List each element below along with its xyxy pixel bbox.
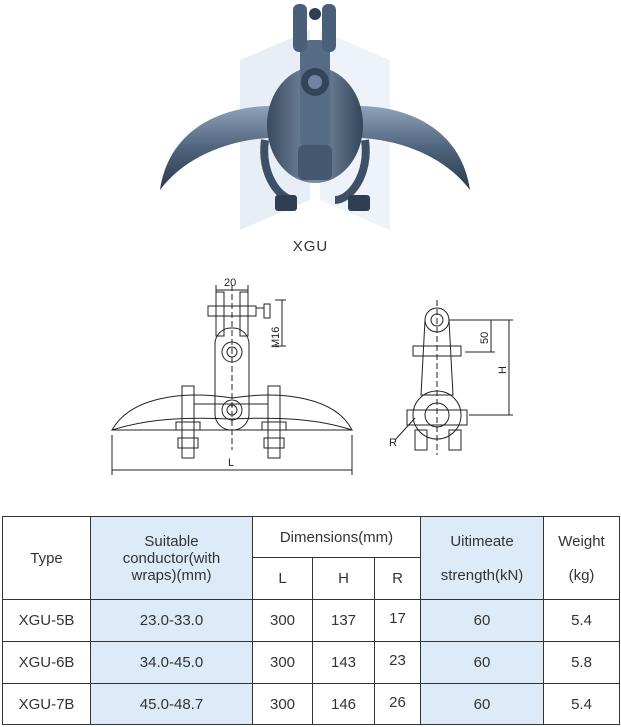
cell-r: 26 [373,683,422,725]
header-dimensions: Dimensions(mm) [251,516,422,558]
cell-conductor: 34.0-45.0 [90,641,253,684]
header-r: R [373,557,422,600]
header-l: L [252,557,313,600]
table-header-row: Type Suitable conductor(with wraps)(mm) … [2,516,621,600]
cell-h: 143 [312,641,375,684]
table-row: XGU-6B 34.0-45.0 300 143 23 60 5.8 [2,641,621,684]
front-view-drawing: 20 M16 L [110,277,353,475]
cell-h: 146 [312,683,375,725]
cell-r: 23 [373,641,422,684]
dim-length-label: L [228,457,234,469]
cell-type: XGU-7B [2,683,91,725]
cell-l: 300 [252,683,313,725]
cell-h: 137 [312,599,375,642]
product-photo [160,4,470,230]
cell-type: XGU-6B [2,641,91,684]
table-row: XGU-7B 45.0-48.7 300 146 26 60 5.4 [2,683,621,725]
table-subheader-row: L H R [3,557,620,600]
cell-l: 300 [252,641,313,684]
side-view-drawing: 50 H R [389,300,513,455]
dim-h-label: H [497,366,509,374]
cell-weight: 5.4 [543,683,621,725]
cell-strength: 60 [420,683,545,725]
dim-r-label: R [389,437,397,449]
spec-table: Type Suitable conductor(with wraps)(mm) … [2,516,621,725]
cell-weight: 5.4 [543,599,621,642]
cell-type: XGU-5B [2,599,91,642]
cell-conductor: 23.0-33.0 [90,599,253,642]
cell-weight: 5.8 [543,641,621,684]
header-conductor: Suitable conductor(with wraps)(mm) [90,516,253,600]
dim-50-label: 50 [479,332,491,344]
cell-conductor: 45.0-48.7 [90,683,253,725]
header-h: H [312,557,375,600]
header-type: Type [2,516,91,600]
cell-strength: 60 [420,641,545,684]
dim-width-label: 20 [224,277,236,289]
table-row: XGU-5B 23.0-33.0 300 137 17 60 5.4 [2,599,621,642]
cell-l: 300 [252,599,313,642]
header-strength: Uitimeate strength(kN) [420,516,545,600]
product-caption: XGU [292,238,329,255]
cell-strength: 60 [420,599,545,642]
header-weight: Weight (kg) [543,516,621,600]
cell-r: 17 [373,599,422,642]
dim-bolt-label: M16 [270,327,282,348]
